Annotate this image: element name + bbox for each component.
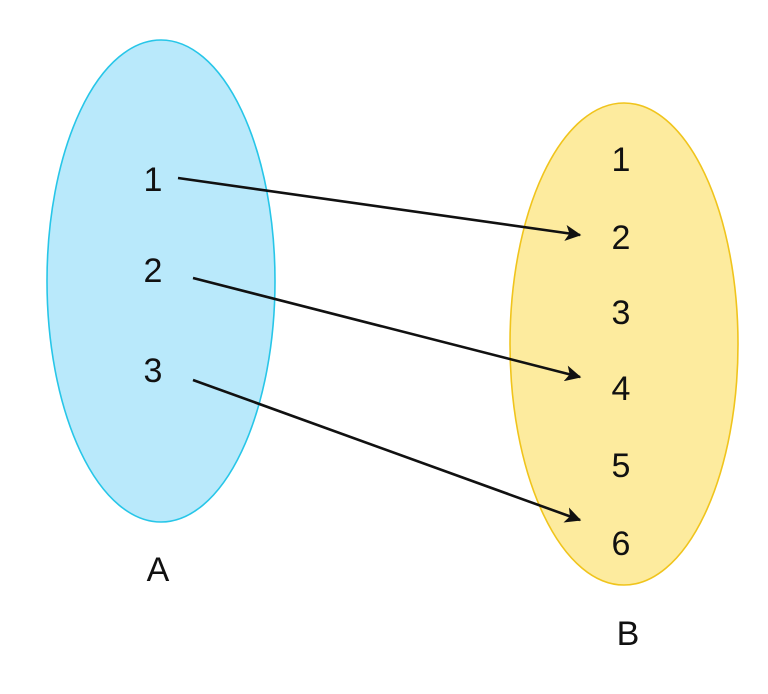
set-b-element-3: 3 [612,294,631,332]
set-b-element-6: 6 [612,525,631,563]
set-b-ellipse [509,102,739,586]
set-b-element-1: 1 [612,141,631,179]
set-a-ellipse [46,39,276,523]
set-b-element-5: 5 [612,447,631,485]
mapping-arrows [177,176,582,523]
mapping-arrow-1-to-2 [177,176,582,241]
set-a-element-2: 2 [144,252,163,290]
set-b-element-4: 4 [612,370,631,408]
set-a-element-3: 3 [144,352,163,390]
set-b-element-2: 2 [612,219,631,257]
mapping-arrow-3-to-6 [192,378,582,523]
mapping-arrow-2-to-4 [192,276,582,382]
set-b-label: B [617,615,640,653]
set-a-label: A [147,551,170,589]
set-b-elements: 1 2 3 4 5 6 [612,141,631,563]
set-a-elements: 1 2 3 [144,161,163,390]
set-a-element-1: 1 [144,161,163,199]
